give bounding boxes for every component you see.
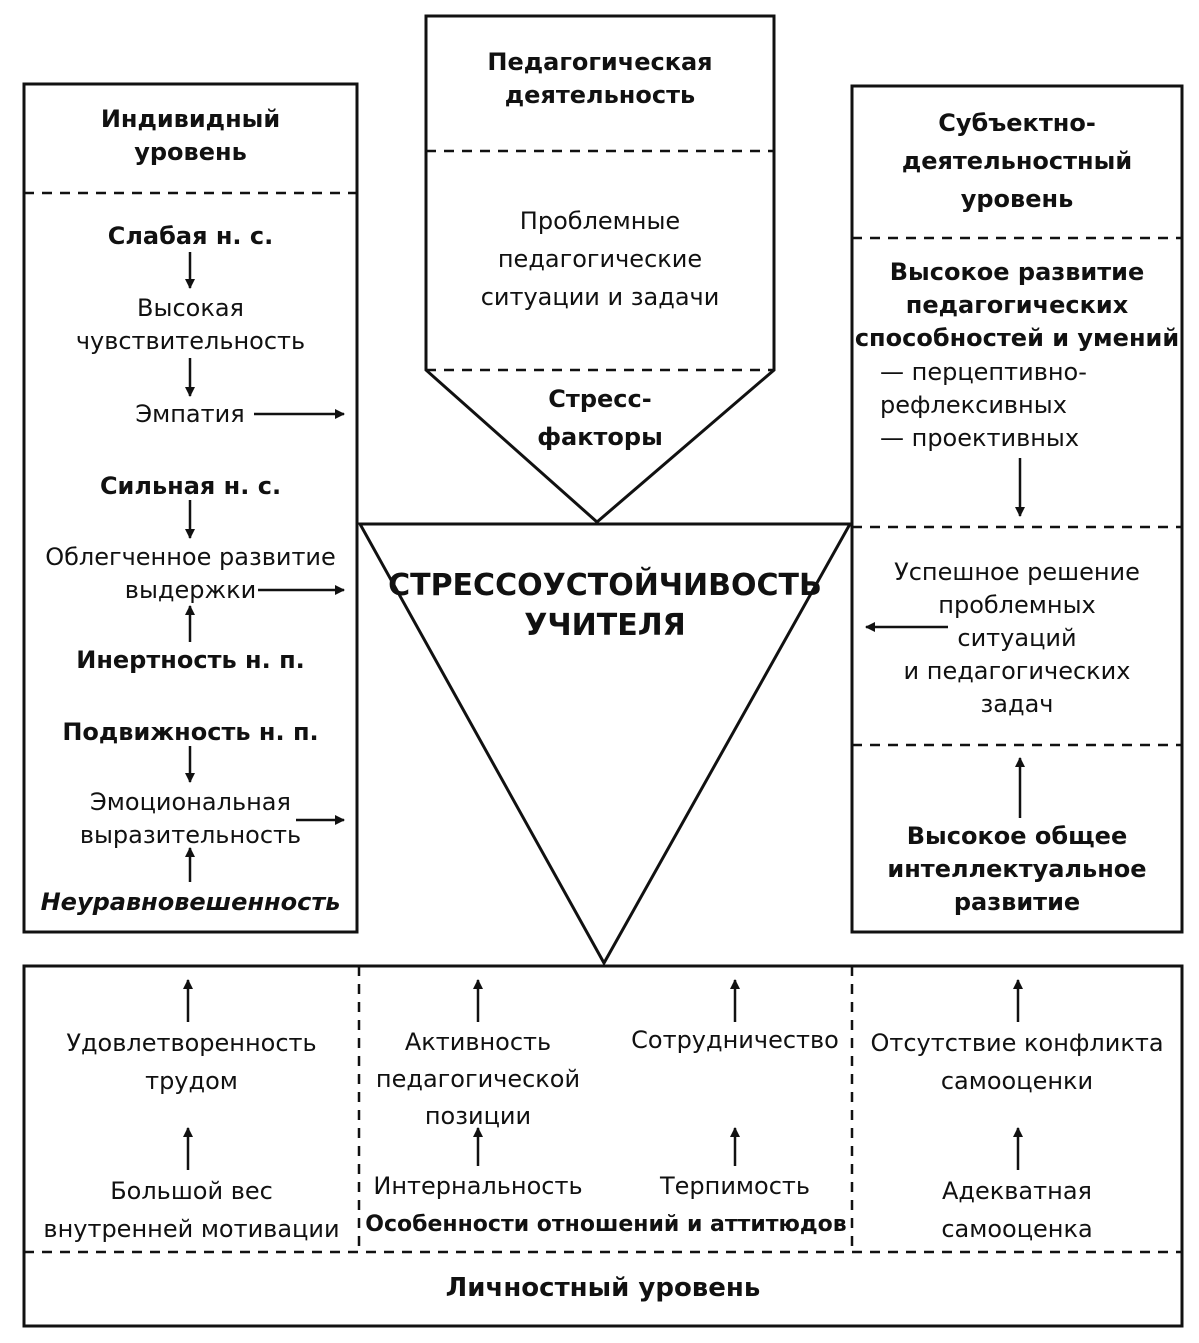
no-self-esteem-conflict: Отсутствие конфликта самооценки: [870, 1029, 1164, 1095]
inertness: Инертность н. п.: [76, 646, 305, 674]
work-satisfaction: Удовлетворенность трудом: [66, 1029, 317, 1095]
empathy: Эмпатия: [135, 400, 245, 428]
pedagogical-activity-title: Педагогическая деятельность: [487, 48, 713, 109]
adequate-self-esteem: Адекватная самооценка: [941, 1177, 1093, 1243]
individual-level-title: Индивидный уровень: [100, 105, 281, 166]
pedagogical-activity-box: [424, 14, 776, 524]
ability-kinds: — перцептивно- рефлексивных — проективны…: [880, 358, 1087, 452]
individual-level-box: [22, 82, 359, 934]
stress-resistance-title: СТРЕССОУСТОЙЧИВОСТЬ УЧИТЕЛЯ: [388, 568, 822, 643]
internality: Интернальность: [373, 1172, 583, 1200]
personal-level-title: Личностный уровень: [445, 1273, 761, 1303]
emotional-expressiveness: Эмоциональная выразительность: [79, 788, 302, 849]
strong-nervous-system: Сильная н. с.: [99, 472, 282, 500]
imbalance: Неуравновешенность: [40, 888, 341, 916]
stress-resistance-triangle: [357, 522, 853, 967]
problem-situations: Проблемные педагогические ситуации и зад…: [480, 207, 720, 311]
high-abilities: Высокое развитие педагогических способно…: [854, 258, 1180, 352]
high-intellect: Высокое общее интеллектуальное развитие: [887, 822, 1147, 916]
high-sensitivity: Высокая чувствительность: [75, 294, 306, 355]
mobility: Подвижность н. п.: [62, 718, 319, 746]
subject-level-title: Субъектно- деятельностный уровень: [901, 109, 1133, 213]
stress-factors: Стресс- факторы: [537, 385, 663, 451]
pedagogical-activity-position: Активность педагогической позиции: [375, 1028, 581, 1130]
internal-motivation: Большой вес внутренней мотивации: [43, 1177, 340, 1243]
restraint-development: Облегченное развитие выдержки: [45, 543, 336, 604]
subject-level-box: [850, 84, 1184, 934]
cooperation: Сотрудничество: [631, 1026, 839, 1054]
weak-nervous-system: Слабая н. с.: [107, 222, 274, 250]
relations-attitudes: Особенности отношений и аттитюдов: [365, 1212, 847, 1237]
tolerance: Терпимость: [659, 1172, 811, 1200]
successful-solution: Успешное решение проблемных ситуаций и п…: [894, 558, 1140, 718]
personal-level-box: [22, 964, 1184, 1328]
